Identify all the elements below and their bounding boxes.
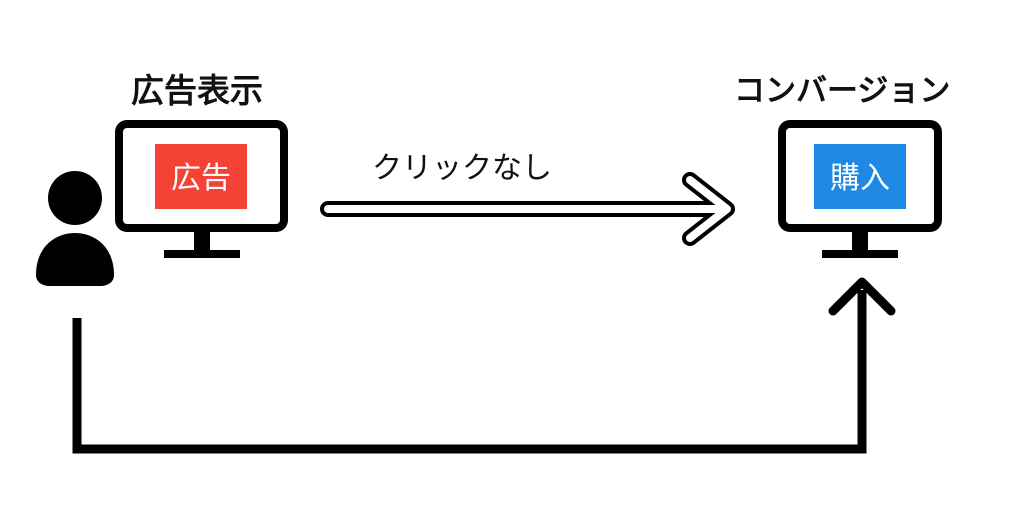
ad-screen-box xyxy=(155,144,247,209)
purchase-screen-box xyxy=(814,144,906,209)
monitor-icon xyxy=(115,120,288,258)
conversion-path-arrow xyxy=(72,277,896,454)
purchase-screen-text: 購入 xyxy=(830,161,890,196)
monitor-icon xyxy=(778,120,942,258)
no-click-arrow xyxy=(320,172,735,246)
user-icon xyxy=(36,171,114,286)
no-click-label: クリックなし xyxy=(372,151,552,186)
ad-screen-text: 広告 xyxy=(171,161,231,196)
ad-display-label: 広告表示 xyxy=(131,71,263,110)
purchase-monitor: 購入 xyxy=(778,120,942,258)
ad-monitor: 広告 xyxy=(115,120,288,258)
conversion-label: コンバージョン xyxy=(734,73,951,109)
